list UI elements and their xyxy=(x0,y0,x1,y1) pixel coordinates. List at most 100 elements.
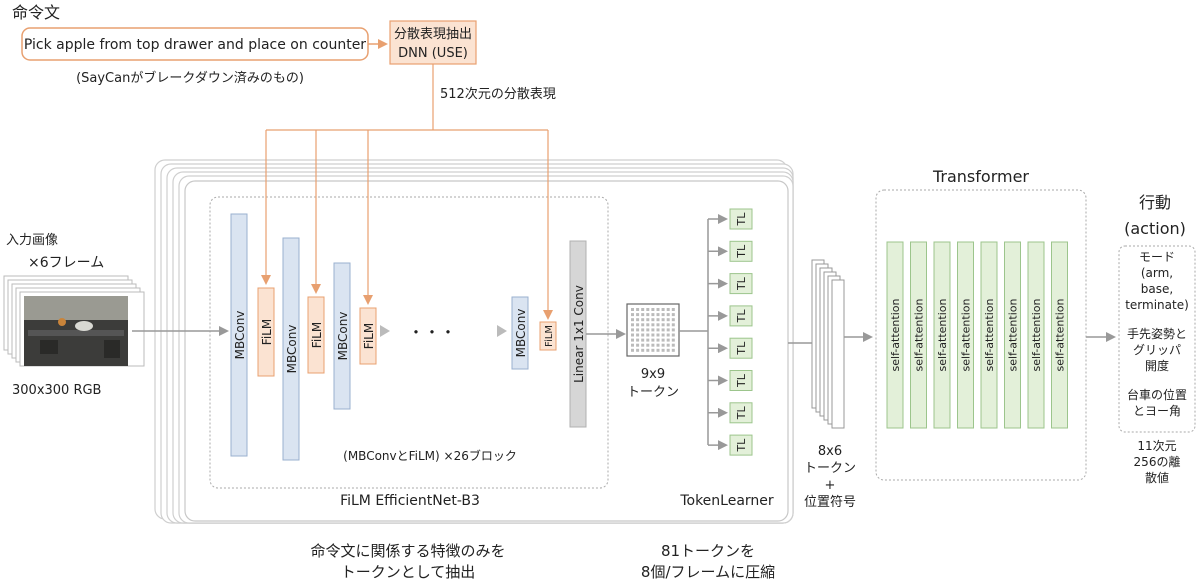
self-attention-label: self-attention xyxy=(960,298,973,371)
token-dot xyxy=(671,313,675,317)
input-label-1: 入力画像 xyxy=(6,233,58,248)
token-dot xyxy=(641,333,645,337)
self-attention-block xyxy=(957,241,974,429)
token-dot xyxy=(631,313,634,317)
efficientnet-title: FiLM EfficientNet-B3 xyxy=(340,493,480,509)
token-dot xyxy=(656,308,660,311)
mbconv-block-3 xyxy=(333,262,351,410)
mbconv-block-1 xyxy=(230,213,248,457)
token-dot xyxy=(671,338,675,342)
token-dot xyxy=(646,328,650,332)
token-dot xyxy=(646,338,650,342)
token-dot xyxy=(631,323,634,327)
token-dot xyxy=(636,308,640,311)
self-attention-block xyxy=(1027,241,1045,429)
tl-label: TL xyxy=(735,373,748,388)
token-dot xyxy=(661,338,665,342)
token-dot xyxy=(651,313,655,317)
tokens-9x9-label-1: 9x9 xyxy=(641,367,665,382)
film-label-1: FiLM xyxy=(260,319,274,345)
self-attention-label: self-attention xyxy=(889,298,902,371)
mbconv-film-blocks: MBConv FiLM MBConv FiLM MBConv FiLM ・・・ … xyxy=(230,213,587,461)
input-image-photo xyxy=(24,296,128,366)
film-label-2: FiLM xyxy=(310,322,324,348)
embedding-label: 512次元の分散表現 xyxy=(440,86,556,102)
mbconv-label-last: MBConv xyxy=(514,309,528,358)
token-dot xyxy=(641,343,645,347)
blocks-note: (MBConvとFiLM) ×26ブロック xyxy=(343,448,517,463)
mbconv-label-3: MBConv xyxy=(336,312,350,361)
token-dot xyxy=(636,338,640,342)
token-dot xyxy=(636,323,640,327)
token-dot xyxy=(646,308,650,311)
token-dot xyxy=(651,328,655,332)
token-dot xyxy=(641,338,645,342)
token-dot xyxy=(666,338,670,342)
film-label-3: FiLM xyxy=(362,323,376,349)
self-attention-label: self-attention xyxy=(1054,298,1067,371)
self-attention-label: self-attention xyxy=(913,298,926,371)
mbconv-label-1: MBConv xyxy=(233,311,247,360)
action-mode-1: モード xyxy=(1139,250,1175,264)
action-title-2: (action) xyxy=(1124,219,1186,238)
action-mode-2: (arm, xyxy=(1141,266,1173,280)
token-dot xyxy=(636,318,640,322)
self-attention-block xyxy=(1004,241,1021,429)
token-dot xyxy=(666,308,670,311)
token-dot xyxy=(641,308,645,311)
action-mode-4: terminate) xyxy=(1125,298,1189,312)
token-dot xyxy=(646,333,650,337)
token-dot xyxy=(646,343,650,347)
action-hand-3: 開度 xyxy=(1145,358,1169,373)
action-hand-1: 手先姿勢と xyxy=(1127,326,1187,341)
frame-panel-front xyxy=(184,180,789,522)
token-dot xyxy=(651,323,655,327)
action-dim-1: 11次元 xyxy=(1137,439,1176,453)
command-heading: 命令文 xyxy=(12,3,60,22)
token-dot xyxy=(641,348,645,352)
film-block-1 xyxy=(257,287,275,377)
self-attention-block xyxy=(1051,241,1068,429)
token-dot xyxy=(656,318,660,322)
token-dot xyxy=(671,333,675,337)
token-dot xyxy=(631,343,634,347)
token-dot xyxy=(671,308,675,311)
token-dot xyxy=(631,308,634,311)
token-dot xyxy=(671,318,675,322)
token-dot xyxy=(641,318,645,322)
input-caption: 300x300 RGB xyxy=(12,383,101,398)
tl-label: TL xyxy=(735,438,748,453)
dnn-label-1: 分散表現抽出 xyxy=(394,27,472,42)
tl-label: TL xyxy=(735,309,748,324)
token-dot xyxy=(651,348,655,352)
token-dot xyxy=(631,338,634,342)
command-note: (SayCanがブレークダウン済みのもの) xyxy=(76,70,304,86)
token-dot xyxy=(641,323,645,327)
token-dot xyxy=(671,323,675,327)
tokens-9x9-label-2: トークン xyxy=(627,385,679,400)
token-dot xyxy=(631,328,634,332)
token-dot xyxy=(651,318,655,322)
ellipsis-arrow-1 xyxy=(380,325,390,337)
transformer-group xyxy=(875,189,1087,481)
token-dot xyxy=(666,348,670,352)
token-dot xyxy=(666,313,670,317)
token-dot xyxy=(636,348,640,352)
tl-block xyxy=(729,305,753,327)
mbconv-block-last xyxy=(511,296,529,370)
self-attention-block xyxy=(886,241,904,429)
self-attention-block xyxy=(910,241,927,429)
token-dot xyxy=(656,343,660,347)
token-grid-9x9 xyxy=(626,303,680,357)
token-dot xyxy=(671,343,675,347)
token-dot xyxy=(651,333,655,337)
token-dot xyxy=(631,333,634,337)
film-block-3 xyxy=(359,307,377,365)
self-attention-block xyxy=(933,241,951,429)
mbconv-block-2 xyxy=(282,237,300,461)
token-grid-dots xyxy=(631,308,675,352)
token-stack-8x6 xyxy=(811,259,845,429)
token-dot xyxy=(661,333,665,337)
token-dot xyxy=(651,308,655,311)
tl-block xyxy=(729,370,753,391)
